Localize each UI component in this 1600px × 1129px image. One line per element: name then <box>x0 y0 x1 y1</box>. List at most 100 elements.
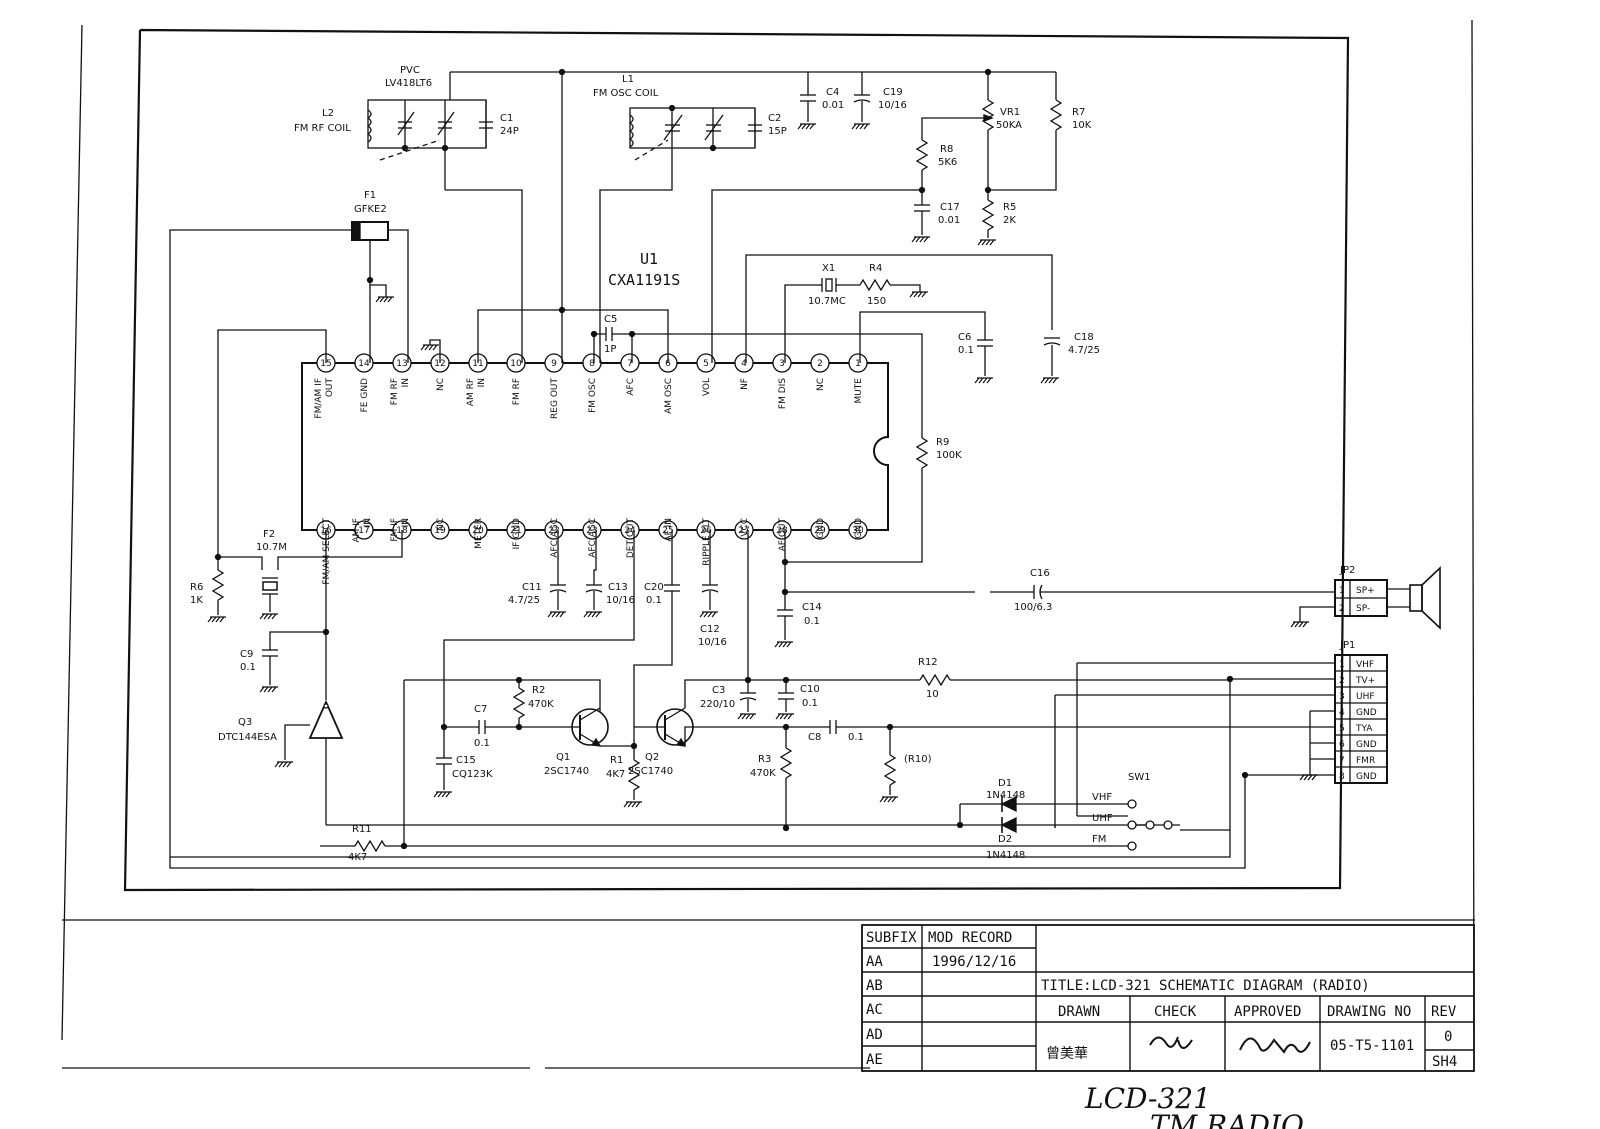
c3-value: 220/10 <box>700 699 735 710</box>
ic-pin-label: FM/AM SELECT <box>322 517 332 584</box>
ic-pin-label: AM RF <box>466 378 476 406</box>
ic-pin-label: FM RF <box>390 378 400 405</box>
jp1-pin-label: GND <box>1356 708 1377 718</box>
ic-pin-label: AM OSC <box>664 378 674 414</box>
sw1-switch[interactable] <box>1127 799 1173 851</box>
det-out-wire <box>443 530 635 758</box>
mod-aa: 1996/12/16 <box>932 954 1016 970</box>
r1-resistor <box>627 759 641 791</box>
check-signature <box>1149 1036 1193 1049</box>
subfix-ae: AE <box>866 1052 883 1068</box>
r6-ref: R6 <box>190 582 203 593</box>
ic-pin-label: RIPPLE FLT <box>702 518 712 566</box>
c8-capacitor <box>829 720 890 734</box>
ic-pin-number: 22 <box>548 526 559 536</box>
ic-pin-label: AF OUT <box>778 518 788 552</box>
l1-value: FM OSC COIL <box>593 88 659 99</box>
drawn-label: DRAWN <box>1058 1004 1100 1020</box>
c10-ref: C10 <box>800 684 820 695</box>
ic-pin-number: 4 <box>741 359 747 369</box>
rev-value: 0 <box>1444 1029 1452 1045</box>
r4-ref: R4 <box>869 263 882 274</box>
c17-value: 0.01 <box>938 215 960 226</box>
ic-pin-label: DET OUT <box>626 518 636 559</box>
ic-pin-number: 28 <box>776 526 788 536</box>
d1-ref: D1 <box>998 778 1012 789</box>
approved-label: APPROVED <box>1234 1004 1301 1020</box>
ic-pin-2 <box>810 353 830 373</box>
r11-resistor <box>354 839 386 853</box>
r4-resistor <box>859 278 891 292</box>
subfix-ab: AB <box>866 978 883 994</box>
q3-value: DTC144ESA <box>218 732 277 743</box>
switch-label-vhf: VHF <box>1092 792 1112 803</box>
r5-value: 2K <box>1003 215 1016 226</box>
ic-ref: U1 <box>640 250 658 268</box>
c9-capacitor <box>262 649 278 685</box>
drawing-no: 05-T5-1101 <box>1330 1038 1414 1054</box>
jp1-pin-label: VHF <box>1356 660 1374 670</box>
ic-pin-number: 14 <box>358 359 370 369</box>
r10-resistor <box>883 754 897 786</box>
x1-value: 10.7MC <box>808 296 846 307</box>
d2-value: 1N4148 <box>986 850 1025 861</box>
x1-ref: X1 <box>822 263 835 274</box>
r3-value: 470K <box>750 768 776 779</box>
jp1-pin-number: 2 <box>1339 676 1345 686</box>
q1-value: 2SC1740 <box>544 766 589 777</box>
c19-capacitor <box>853 72 871 122</box>
c6-value: 0.1 <box>958 345 974 356</box>
ic-pin-number: 2 <box>817 359 823 369</box>
c2-value: 15P <box>768 126 787 137</box>
vr1-ref: VR1 <box>1000 107 1020 118</box>
c17-capacitor <box>914 204 930 235</box>
r10-ref: (R10) <box>904 754 932 765</box>
f1-value: GFKE2 <box>354 204 387 215</box>
ic-pin-label: NF <box>740 378 750 390</box>
page-border-left <box>61 24 83 1041</box>
ic-pin-number: 30 <box>852 526 864 536</box>
jp1-pin-number: 5 <box>1339 724 1345 734</box>
c5-value: 1P <box>604 344 616 355</box>
ic-pin-number: 27 <box>738 526 749 536</box>
ic-pin-number: 19 <box>434 526 446 536</box>
r9-ref: R9 <box>936 437 949 448</box>
r9-value: 100K <box>936 450 962 461</box>
jp2-pin-2-num: 2 <box>1339 604 1345 614</box>
jp1-pin-label: GND <box>1356 740 1377 750</box>
ic-pin-17 <box>354 520 374 540</box>
ic-pin-number: 26 <box>700 526 712 536</box>
nf-wire <box>745 254 1053 363</box>
c15-value: CQ123K <box>452 769 493 780</box>
schematic-frame <box>123 28 1350 892</box>
c3-ref: C3 <box>712 685 725 696</box>
fm-rf-tuner <box>366 99 523 363</box>
jp1-pin-label: UHF <box>1356 692 1375 702</box>
x1-crystal <box>784 278 860 363</box>
c11-capacitor <box>549 530 567 610</box>
ic-pin-number: 17 <box>358 526 369 536</box>
ic-pin-19 <box>430 520 450 540</box>
d2-ref: D2 <box>998 834 1012 845</box>
f2-ref: F2 <box>263 529 275 540</box>
r5-ref: R5 <box>1003 202 1016 213</box>
ic-pin-30 <box>848 520 868 540</box>
c4-ref: C4 <box>826 87 839 98</box>
ic-pin-number: 11 <box>472 359 483 369</box>
ic-pin-1 <box>848 353 868 373</box>
r1-ref: R1 <box>610 755 623 766</box>
ic-pin-4 <box>734 353 754 373</box>
ic-pin-label: IN <box>401 518 411 527</box>
ic-pin-label: METER <box>474 518 484 549</box>
ic-pin-number: 1 <box>855 359 861 369</box>
jp1-pin-number: 8 <box>1339 772 1345 782</box>
q2-value: 2SC1740 <box>628 766 673 777</box>
ic-pin-21 <box>506 520 526 540</box>
drawn-by: 曾美華 <box>1046 1046 1088 1062</box>
sheet-number: SH4 <box>1432 1054 1457 1070</box>
jp1-pin-number: 4 <box>1339 708 1345 718</box>
ic-pin-number: 12 <box>434 359 445 369</box>
r7-resistor <box>1049 99 1063 131</box>
c19-ref: C19 <box>883 87 903 98</box>
